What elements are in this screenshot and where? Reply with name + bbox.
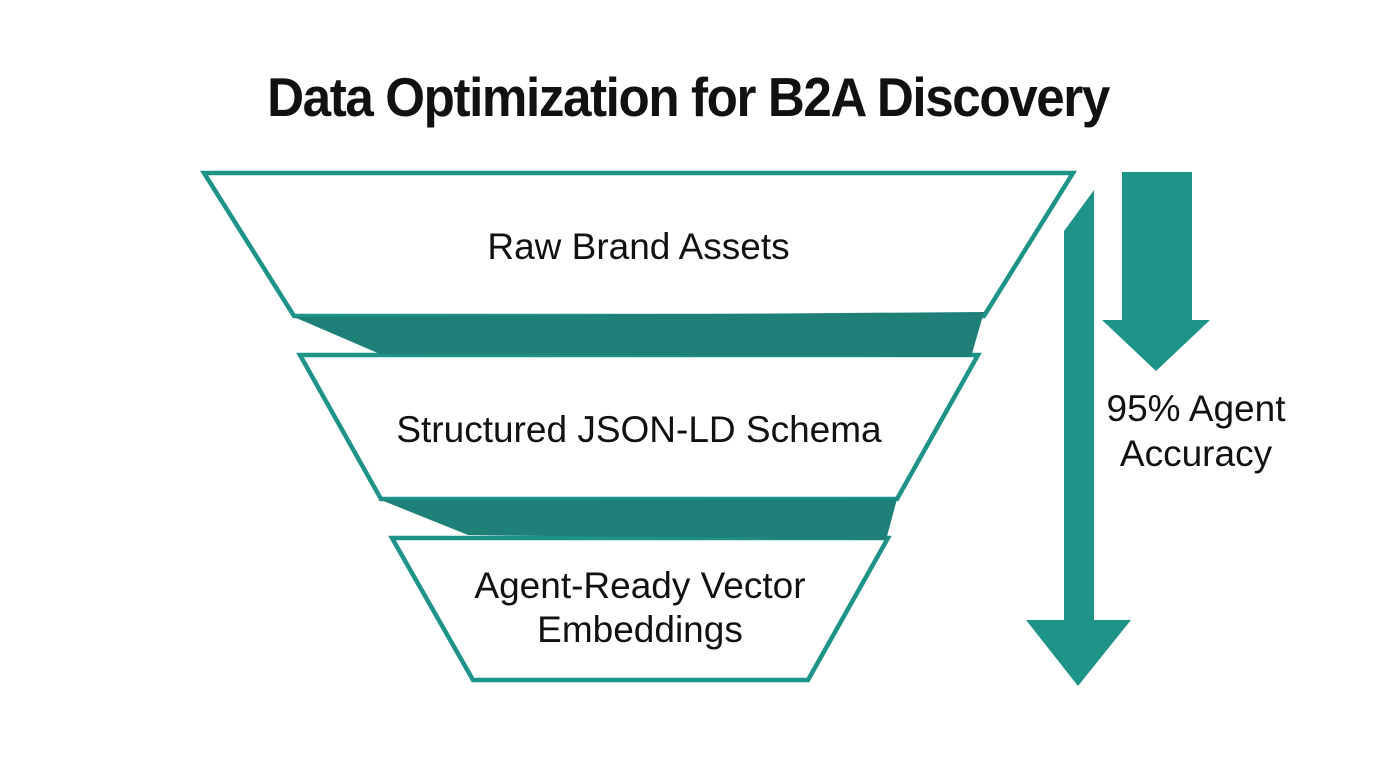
funnel-connector-band-1 [294,312,984,357]
funnel-stage-1-shape [199,170,1078,319]
funnel-stage-2-label: Structured JSON-LD Schema [300,407,978,453]
long-down-arrow-icon [1026,190,1131,686]
page-title: Data Optimization for B2A Discovery [267,66,1110,128]
funnel-stage-3-text-line-2: Embeddings [537,609,743,650]
funnel-stage-2-text: Structured JSON-LD Schema [396,409,882,450]
funnel-stage-1-label: Raw Brand Assets [204,224,1073,270]
accuracy-annotation-line-1: 95% Agent [1106,388,1286,429]
funnel-stage-1-text: Raw Brand Assets [487,226,790,267]
funnel-connector-band-2 [381,499,897,540]
accuracy-annotation: 95% Agent Accuracy [1080,386,1312,476]
funnel-stage-3-text-line-1: Agent-Ready Vector [474,565,806,606]
accuracy-annotation-line-2: Accuracy [1119,433,1273,474]
funnel-stage-3-label: Agent-Ready Vector Embeddings [392,564,888,652]
large-down-arrow-icon [1102,172,1210,371]
